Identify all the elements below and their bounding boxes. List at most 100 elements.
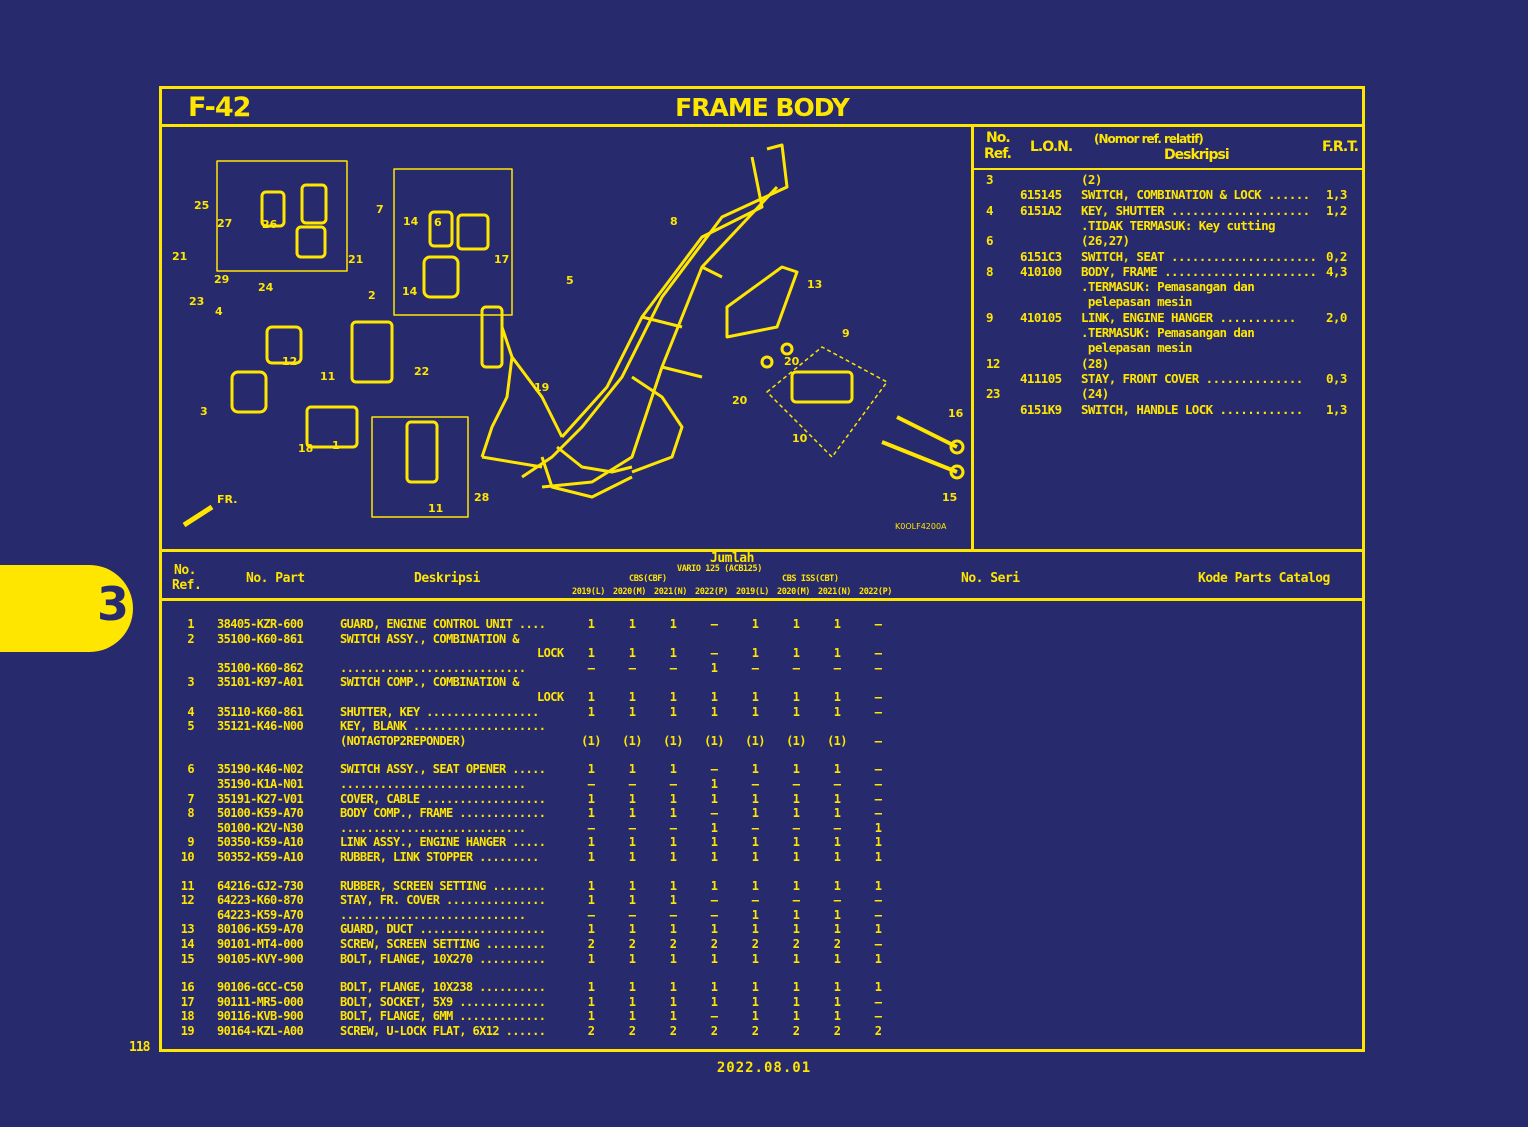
lon-desc: SWITCH, COMBINATION & LOCK ...... — [1081, 187, 1310, 203]
cell-part: 38405-KZR-600 — [217, 617, 304, 631]
callout-8: 8 — [670, 215, 678, 228]
callout-20: 20 — [784, 355, 800, 368]
cell-qty: 2 — [628, 937, 636, 951]
cell-qty: – — [874, 733, 882, 748]
callout-5: 5 — [566, 274, 574, 287]
cell-ref: 7 — [187, 791, 194, 806]
cell-qty: – — [874, 660, 882, 675]
cell-qty: (1) — [786, 733, 806, 748]
cell-qty: 1 — [751, 850, 759, 864]
cell-ref: 19 — [180, 1024, 195, 1038]
col-jumlah: Jumlah — [710, 551, 754, 566]
cell-qty: – — [874, 617, 882, 631]
cell-desc: BOLT, FLANGE, 10X270 .......... — [340, 951, 546, 966]
callout-10: 10 — [792, 432, 808, 445]
cell-qty: – — [792, 777, 800, 791]
cell-qty: 1 — [587, 704, 595, 719]
cell-desc: SWITCH ASSY., COMBINATION & — [340, 631, 519, 646]
cell-qty: – — [792, 820, 800, 835]
cell-desc: LINK ASSY., ENGINE HANGER ..... — [340, 835, 546, 850]
cell-qty: 1 — [751, 922, 759, 937]
parts-table-header: No. Ref. No. Part Deskripsi Jumlah VARIO… — [162, 549, 1362, 601]
cell-qty: – — [710, 893, 718, 908]
cell-part: 90164-KZL-A00 — [217, 1024, 304, 1038]
callout-12: 12 — [282, 355, 297, 368]
cell-qty: – — [628, 777, 636, 791]
cell-qty: 1 — [628, 922, 636, 937]
lon-ref: 9 — [986, 309, 994, 325]
cell-qty: – — [833, 893, 841, 908]
cell-qty: – — [874, 777, 882, 791]
section-tab: 3 — [0, 565, 133, 652]
table-row: 35100-K60-862...........................… — [162, 661, 1362, 676]
col-desc: Deskripsi — [414, 571, 480, 586]
cell-qty: – — [792, 893, 800, 908]
table-row: 64223-K59-A70...........................… — [162, 908, 1362, 923]
cell-qty: 1 — [792, 704, 800, 719]
cell-desc: (NOTAGTOP2REPONDER) — [340, 733, 466, 748]
callout-26: 26 — [262, 218, 278, 231]
lon-lon: 410100 — [1020, 263, 1062, 279]
cell-desc: BOLT, SOCKET, 5X9 ............. — [340, 994, 546, 1009]
cell-part: 90106-GCC-C50 — [217, 980, 304, 995]
callout-27: 27 — [217, 217, 232, 230]
cell-part: 50100-K2V-N30 — [217, 820, 304, 835]
cell-qty: 1 — [874, 835, 882, 850]
cell-qty: 1 — [710, 878, 718, 893]
col-group-1: CBS(CBF) — [629, 574, 667, 584]
cell-desc: BODY COMP., FRAME ............. — [340, 806, 546, 821]
cell-ref: 16 — [180, 980, 195, 995]
cell-qty: 1 — [669, 791, 677, 806]
cell-qty: 1 — [751, 646, 759, 661]
cell-qty: 1 — [628, 994, 636, 1009]
cell-qty: 1 — [669, 878, 677, 893]
cell-qty: – — [669, 660, 677, 675]
footer-date: 2022.08.01 — [716, 1060, 812, 1076]
lon-desc: STAY, FRONT COVER .............. — [1081, 370, 1303, 386]
cell-qty: 1 — [669, 850, 677, 864]
cell-qty: 1 — [628, 850, 636, 864]
callout-14: 14 — [403, 215, 419, 228]
cell-qty: 1 — [628, 704, 636, 719]
lon-header-rule — [974, 168, 1362, 170]
lon-frt: 0,3 — [1326, 370, 1347, 386]
cell-qty: – — [874, 791, 882, 806]
cell-qty: 1 — [628, 980, 636, 995]
col-ref-2: Ref. — [172, 578, 202, 593]
cell-qty: 1 — [628, 878, 636, 893]
lon-desc: (2) — [1081, 172, 1102, 187]
page-number: 118 — [129, 1040, 151, 1055]
cell-desc: ............................ — [340, 777, 526, 791]
cell-qty: 1 — [833, 646, 841, 661]
col-ref-1: No. — [174, 563, 196, 578]
cell-qty: – — [792, 660, 800, 675]
cell-qty: 1 — [833, 791, 841, 806]
cell-part: 64223-K59-A70 — [217, 907, 304, 922]
col-year: 2020(M) — [777, 587, 811, 597]
lon-lon: 6151C3 — [1020, 248, 1062, 264]
cell-desc: KEY, BLANK .................... — [340, 719, 546, 734]
cell-qty: 1 — [751, 690, 759, 704]
lon-frt: 1,2 — [1326, 202, 1347, 218]
callout-6: 6 — [434, 216, 442, 229]
cell-desc: SWITCH ASSY., SEAT OPENER ..... — [340, 762, 546, 777]
cell-part: 90105-KVY-900 — [217, 951, 304, 966]
lon-frt: 2,0 — [1326, 309, 1347, 325]
lon-frt-header: F.R.T. — [1322, 139, 1359, 155]
cell-qty: 2 — [710, 937, 718, 951]
cell-qty: 1 — [833, 980, 841, 995]
cell-ref: 13 — [180, 922, 195, 937]
cell-qty: 1 — [669, 994, 677, 1009]
cell-ref: 1 — [187, 617, 194, 631]
cell-qty: 1 — [751, 980, 759, 995]
cell-qty: – — [833, 820, 841, 835]
lon-desc: KEY, SHUTTER .................... — [1081, 202, 1310, 218]
cell-qty: 2 — [792, 937, 800, 951]
